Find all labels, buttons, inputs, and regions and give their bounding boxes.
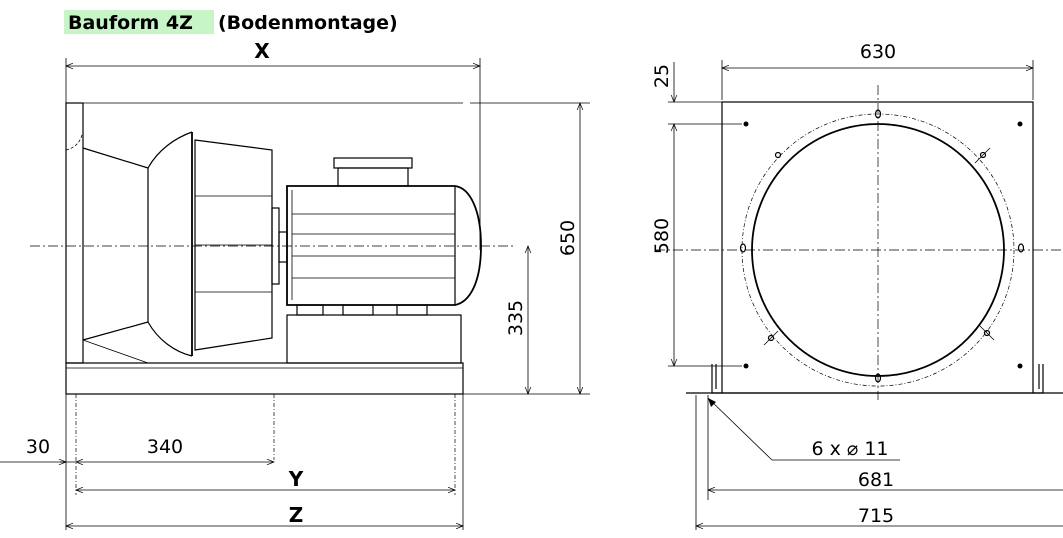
rail-right <box>1033 364 1044 394</box>
motor-body <box>286 185 482 306</box>
motor-foot-3 <box>396 304 428 316</box>
flange-hole-ur <box>979 151 987 159</box>
corner-hole-bl <box>743 363 749 369</box>
corner-hole-br <box>1017 363 1023 369</box>
title-highlight <box>64 10 214 34</box>
flange-hole-ul <box>774 151 782 159</box>
flange-hole-ll <box>767 334 775 342</box>
inlet-cone-top <box>82 131 193 169</box>
side-view: X <box>0 39 590 530</box>
motor-foot-1 <box>296 304 324 316</box>
impeller-body <box>194 139 273 351</box>
flange-tick-ll <box>763 330 779 346</box>
dim-label-630: 630 <box>860 41 896 63</box>
motor-pedestal <box>286 314 462 364</box>
dim-label-650: 650 <box>557 220 579 256</box>
motor-foot-2 <box>342 304 374 316</box>
flange-hole-bottom <box>874 373 882 383</box>
holes-leader <box>707 397 773 461</box>
rail-left <box>711 364 722 394</box>
inlet-cone-bottom <box>82 321 193 357</box>
dim-label-681: 681 <box>858 469 894 491</box>
corner-hole-tr <box>1017 121 1023 127</box>
inlet-support <box>82 339 149 364</box>
terminal-box <box>337 167 409 187</box>
inlet-hidden-edge <box>65 134 83 151</box>
flange-tick-lr <box>979 325 995 341</box>
dim-label-715: 715 <box>858 505 894 527</box>
dim-label-z: Z <box>289 503 304 527</box>
dim-label-y: Y <box>288 467 304 491</box>
inlet-plate <box>65 102 84 364</box>
dim-label-x: X <box>254 39 270 63</box>
dim-label-30: 30 <box>26 436 50 458</box>
flange-hole-right <box>1017 243 1025 253</box>
dim-label-25: 25 <box>651 64 673 88</box>
title-prefix: Bauform 4Z <box>68 12 193 34</box>
dim-label-580: 580 <box>651 218 673 254</box>
holes-leader-arrow <box>708 398 716 407</box>
flange-hole-top <box>874 109 882 119</box>
holes-note: 6 x ⌀ 11 <box>811 438 888 460</box>
front-view: 630 25 580 <box>651 41 1063 530</box>
dim-label-340: 340 <box>147 436 183 458</box>
corner-hole-tl <box>743 121 749 127</box>
drawing-title: Bauform 4Z (Bodenmontage) <box>64 10 398 34</box>
terminal-box-top <box>333 157 413 169</box>
flange-hole-left <box>739 243 747 253</box>
title-suffix: (Bodenmontage) <box>218 12 398 34</box>
base-frame <box>65 362 464 395</box>
dim-label-335: 335 <box>505 300 527 336</box>
flange-hole-lr <box>983 329 991 337</box>
flange-tick-ur <box>974 147 991 164</box>
shaft <box>278 231 288 263</box>
housing-front <box>721 101 1034 394</box>
